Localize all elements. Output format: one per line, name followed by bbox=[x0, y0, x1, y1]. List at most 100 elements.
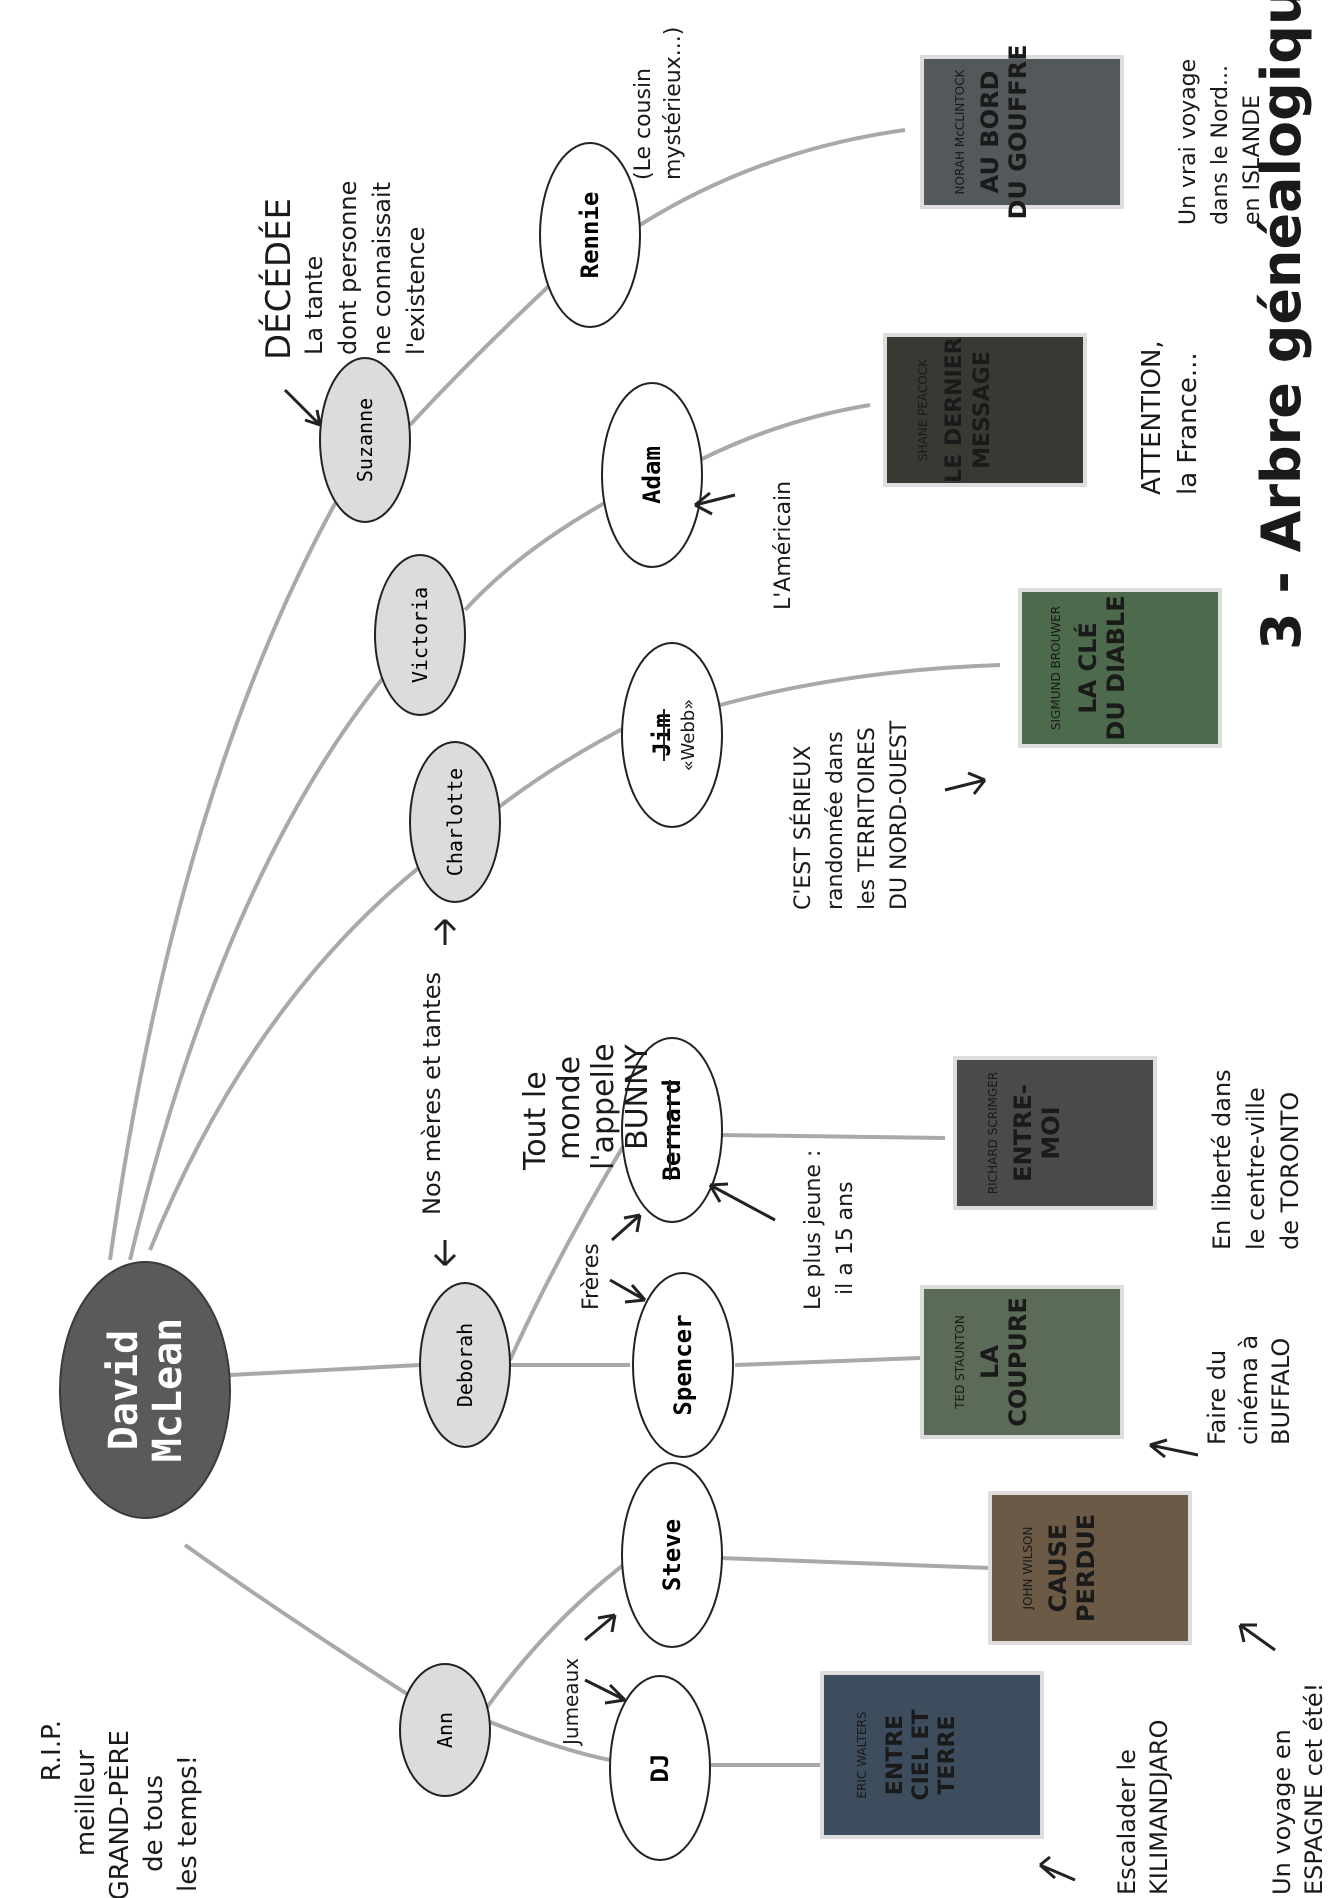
child-node: Bernard bbox=[621, 1037, 723, 1223]
book-cover: ERIC WALTERS ENTRE CIEL ET TERRE bbox=[820, 1671, 1044, 1839]
book-cover: NORAH McCLINTOCK AU BORD DU GOUFFRE bbox=[920, 44, 1124, 220]
toronto-line: En liberté dans bbox=[1208, 1069, 1236, 1250]
rip-line: de tous bbox=[139, 1775, 169, 1872]
freres-note: Frères bbox=[579, 1243, 604, 1310]
edge-victoria-adam bbox=[463, 498, 611, 612]
parent-name: Victoria bbox=[408, 587, 432, 683]
rip-note: R.I.P. meilleur GRAND-PÈRE de tous les t… bbox=[37, 1720, 203, 1898]
book-cover: SIGMUND BROUWER LA CLÉ DU DIABLE bbox=[1018, 588, 1222, 748]
arrow-icon bbox=[283, 388, 322, 427]
child-name: Jim bbox=[648, 713, 676, 756]
edge-ann-dj bbox=[484, 1718, 611, 1762]
bunny-line: BUNNY bbox=[620, 1044, 655, 1150]
decedee-note: DÉCÉDÉE bbox=[258, 198, 299, 360]
toronto-line: le centre-ville bbox=[1242, 1087, 1270, 1250]
jim-line: randonnée dans bbox=[823, 731, 848, 910]
tante-note: La tante dont personne ne connaissait l'… bbox=[300, 181, 430, 355]
arrow-icon bbox=[584, 1613, 617, 1642]
toronto-line: de TORONTO bbox=[1276, 1092, 1304, 1250]
cousin-line: mystérieux...) bbox=[661, 27, 686, 180]
edge-adam-book6 bbox=[699, 403, 871, 462]
jumeaux-note: Jumeaux bbox=[559, 1658, 583, 1747]
child-node: Steve bbox=[621, 1462, 723, 1648]
book-covers: ERIC WALTERS ENTRE CIEL ET TERRE JOHN WI… bbox=[820, 44, 1222, 1839]
rip-line: meilleur bbox=[71, 1750, 101, 1856]
book-title-line: LA bbox=[976, 1345, 1004, 1379]
bunny-line: Tout le bbox=[518, 1071, 553, 1171]
tree-connections bbox=[108, 128, 1001, 1767]
espagne-line: ESPAGNE cet été! bbox=[1300, 1683, 1328, 1895]
jeune-line: Le plus jeune : bbox=[801, 1150, 826, 1310]
france-line: la France... bbox=[1173, 352, 1203, 495]
book-author: SIGMUND BROUWER bbox=[1049, 606, 1063, 730]
bunny-line: monde bbox=[552, 1056, 587, 1160]
root-name-line2: McLean bbox=[145, 1318, 191, 1463]
book-author: RICHARD SCRIMGER bbox=[986, 1072, 1000, 1194]
buffalo-line: BUFFALO bbox=[1267, 1338, 1295, 1445]
book-title-line: AU BORD bbox=[976, 71, 1004, 194]
child-nodes: DJ Steve Spencer Bernard Jim «Webb» Adam bbox=[539, 142, 734, 1861]
edge-root-victoria bbox=[128, 633, 422, 1261]
arrow-icon bbox=[944, 771, 987, 795]
arrow-icon bbox=[708, 1182, 776, 1222]
france-note: ATTENTION, la France... bbox=[1137, 340, 1203, 495]
child-node: Adam bbox=[601, 382, 703, 568]
islande-line: Un vrai voyage bbox=[1176, 59, 1201, 225]
book-cover: SHANE PEACOCK LE DERNIER MESSAGE bbox=[883, 333, 1087, 487]
child-nickname: «Webb» bbox=[678, 699, 699, 771]
child-node: Rennie bbox=[539, 142, 641, 328]
parent-node: Deborah bbox=[419, 1282, 511, 1448]
tante-line: ne connaissait bbox=[368, 182, 396, 355]
arrow-icon bbox=[1149, 1438, 1199, 1459]
book-author: TED STAUNTON bbox=[953, 1315, 967, 1410]
tante-line: l'existence bbox=[402, 227, 430, 355]
islande-line: dans le Nord... bbox=[1208, 65, 1233, 225]
arrow-icon bbox=[1238, 1623, 1276, 1652]
edge-bernard-book4 bbox=[719, 1133, 946, 1140]
bunny-note: Tout le monde l'appelle BUNNY bbox=[518, 1043, 655, 1171]
edge-root-ann bbox=[183, 1543, 442, 1717]
book-title-line: ENTRE- bbox=[1009, 1084, 1037, 1182]
arrow-icon bbox=[433, 1240, 457, 1267]
child-name: Adam bbox=[638, 446, 666, 504]
book-author: NORAH McCLINTOCK bbox=[953, 68, 967, 194]
islande-line: en ISLANDE bbox=[1240, 95, 1265, 225]
bunny-line: l'appelle bbox=[586, 1043, 621, 1170]
child-name: Spencer bbox=[669, 1314, 697, 1415]
jeune-line: il a 15 ans bbox=[833, 1181, 858, 1295]
jim-line: les TERRITOIRES bbox=[855, 727, 880, 910]
arrow-icon bbox=[433, 918, 457, 945]
book-cover: RICHARD SCRIMGER ENTRE- MOI bbox=[953, 1056, 1157, 1210]
book-author: SHANE PEACOCK bbox=[916, 358, 930, 461]
book-title-line: CIEL ET bbox=[909, 1709, 934, 1800]
root-name-line1: David bbox=[101, 1330, 147, 1450]
edge-suzanne-rennie bbox=[408, 283, 552, 427]
parent-name: Charlotte bbox=[443, 768, 467, 876]
jim-line: DU NORD-OUEST bbox=[887, 720, 912, 910]
islande-note: Un vrai voyage dans le Nord... en ISLAND… bbox=[1176, 59, 1265, 225]
parent-node: Charlotte bbox=[409, 741, 501, 903]
book-title-line: PERDUE bbox=[1072, 1514, 1100, 1622]
child-name: Bernard bbox=[658, 1079, 686, 1180]
buffalo-line: Faire du bbox=[1203, 1350, 1231, 1445]
page-title: 3 - Arbre généalogique bbox=[1250, 0, 1313, 650]
arrow-icon bbox=[611, 1213, 642, 1242]
edge-ann-steve bbox=[483, 1558, 632, 1712]
espagne-note: Un voyage en ESPAGNE cet été! bbox=[1268, 1683, 1328, 1895]
tante-line: dont personne bbox=[334, 181, 362, 355]
jeune-note: Le plus jeune : il a 15 ans bbox=[801, 1150, 858, 1310]
edge-root-charlotte bbox=[148, 838, 457, 1251]
rip-line: GRAND-PÈRE bbox=[103, 1730, 135, 1898]
book-cover: JOHN WILSON CAUSE PERDUE bbox=[988, 1491, 1192, 1645]
book-title-line: MESSAGE bbox=[970, 351, 995, 469]
kilimandjaro-note: Escalader le KILIMANDJARO bbox=[1113, 1720, 1173, 1895]
book-title-line: LA CLÉ bbox=[1073, 622, 1102, 714]
buffalo-note: Faire du cinéma à BUFFALO bbox=[1203, 1335, 1295, 1445]
rip-line: les temps! bbox=[173, 1755, 203, 1892]
book-title-line: DU DIABLE bbox=[1102, 595, 1130, 740]
child-node: Spencer bbox=[632, 1272, 734, 1458]
kilimandjaro-line: KILIMANDJARO bbox=[1145, 1720, 1173, 1895]
book-author: JOHN WILSON bbox=[1021, 1527, 1035, 1611]
